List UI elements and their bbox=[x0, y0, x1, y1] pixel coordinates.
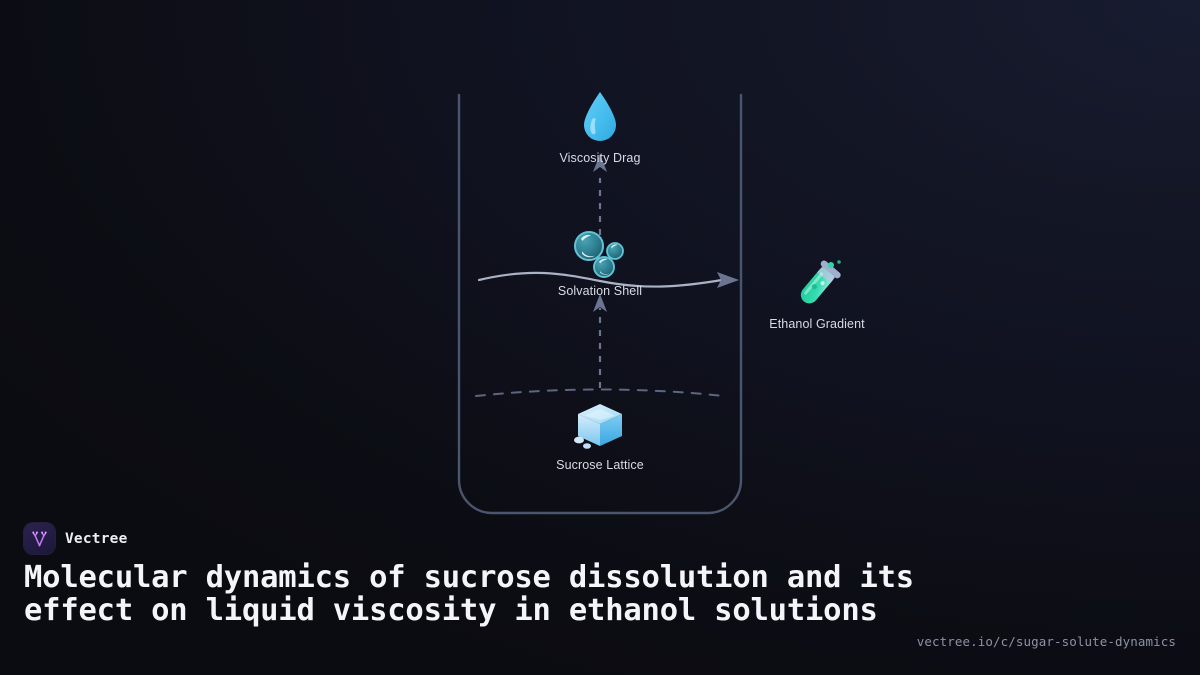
brand-name: Vectree bbox=[65, 530, 128, 547]
connector-shell-to-drag-arrowhead bbox=[593, 154, 607, 172]
node-solvation-shell[interactable]: Solvation Shell bbox=[500, 229, 700, 299]
water-droplet-icon bbox=[500, 88, 700, 146]
sugar-cube-icon bbox=[500, 399, 700, 453]
beaker-outline bbox=[457, 93, 743, 515]
bubbles-icon bbox=[500, 229, 700, 279]
brand: Vectree bbox=[24, 523, 128, 554]
footer: Vectree Molecular dynamics of sucrose di… bbox=[0, 510, 1200, 675]
test-tube-icon bbox=[717, 258, 917, 312]
diffusion-front-dashed-arc bbox=[475, 388, 725, 397]
diagram-area: Viscosity Drag bbox=[457, 88, 917, 515]
node-sucrose-lattice[interactable]: Sucrose Lattice bbox=[500, 399, 700, 473]
source-url: vectree.io/c/sugar-solute-dynamics bbox=[916, 634, 1176, 649]
node-viscosity-drag[interactable]: Viscosity Drag bbox=[500, 88, 700, 166]
node-label-ethanol-gradient: Ethanol Gradient bbox=[769, 317, 865, 331]
diagram-vector-layer bbox=[457, 93, 743, 515]
connector-shell-to-ethanol-arrowhead bbox=[717, 272, 739, 288]
node-ethanol-gradient[interactable]: Ethanol Gradient bbox=[717, 258, 917, 332]
node-label-sucrose-lattice: Sucrose Lattice bbox=[556, 458, 644, 472]
page-title: Molecular dynamics of sucrose dissolutio… bbox=[24, 560, 914, 628]
node-label-viscosity-drag: Viscosity Drag bbox=[559, 151, 641, 165]
connector-lattice-to-shell-arrowhead bbox=[593, 294, 607, 312]
node-label-solvation-shell: Solvation Shell bbox=[557, 284, 643, 298]
vectree-tree-icon bbox=[24, 523, 55, 554]
connector-shell-to-ethanol-wave bbox=[477, 271, 724, 288]
